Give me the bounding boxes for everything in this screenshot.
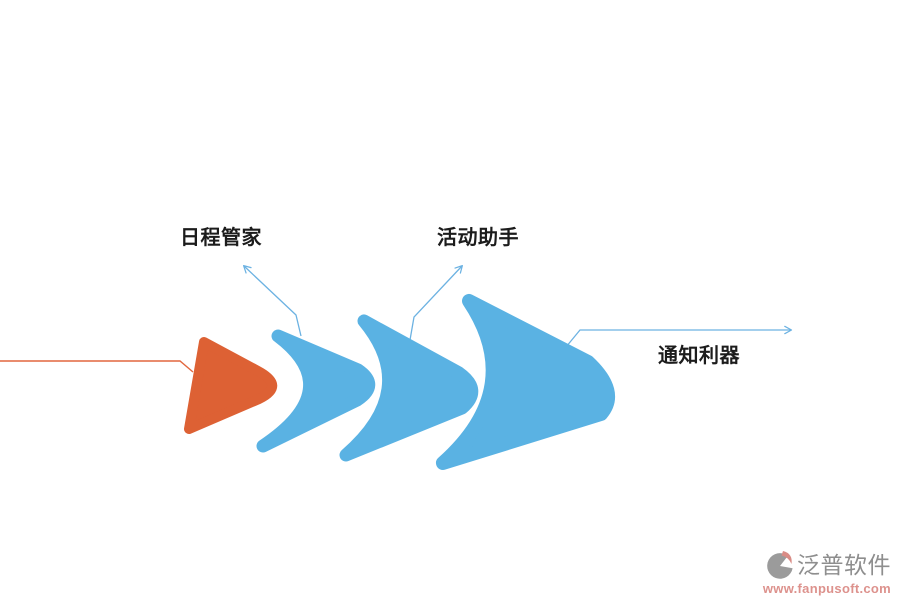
watermark-url: www.fanpusoft.com (762, 581, 891, 596)
label-schedule: 日程管家 (180, 227, 262, 249)
leader-line-schedule (242, 265, 302, 337)
fanpu-logo-icon (767, 551, 793, 579)
stage-shape-blue-chevron-1 (256, 329, 376, 453)
stage-shape-blue-chevron-3 (436, 294, 615, 470)
watermark: 泛普软件 www.fanpusoft.com (763, 548, 891, 596)
stage-shape-orange-triangle (184, 337, 278, 434)
orange-connector-line (0, 360, 194, 373)
leader-line-activity (409, 264, 463, 341)
leader-line-notify (565, 325, 793, 348)
watermark-brand: 泛普软件 (797, 551, 891, 578)
watermark-row: 泛普软件 (767, 548, 891, 581)
label-notify: 通知利器 (658, 345, 740, 367)
label-activity: 活动助手 (437, 227, 519, 249)
stage-shape-blue-chevron-2 (339, 314, 479, 462)
